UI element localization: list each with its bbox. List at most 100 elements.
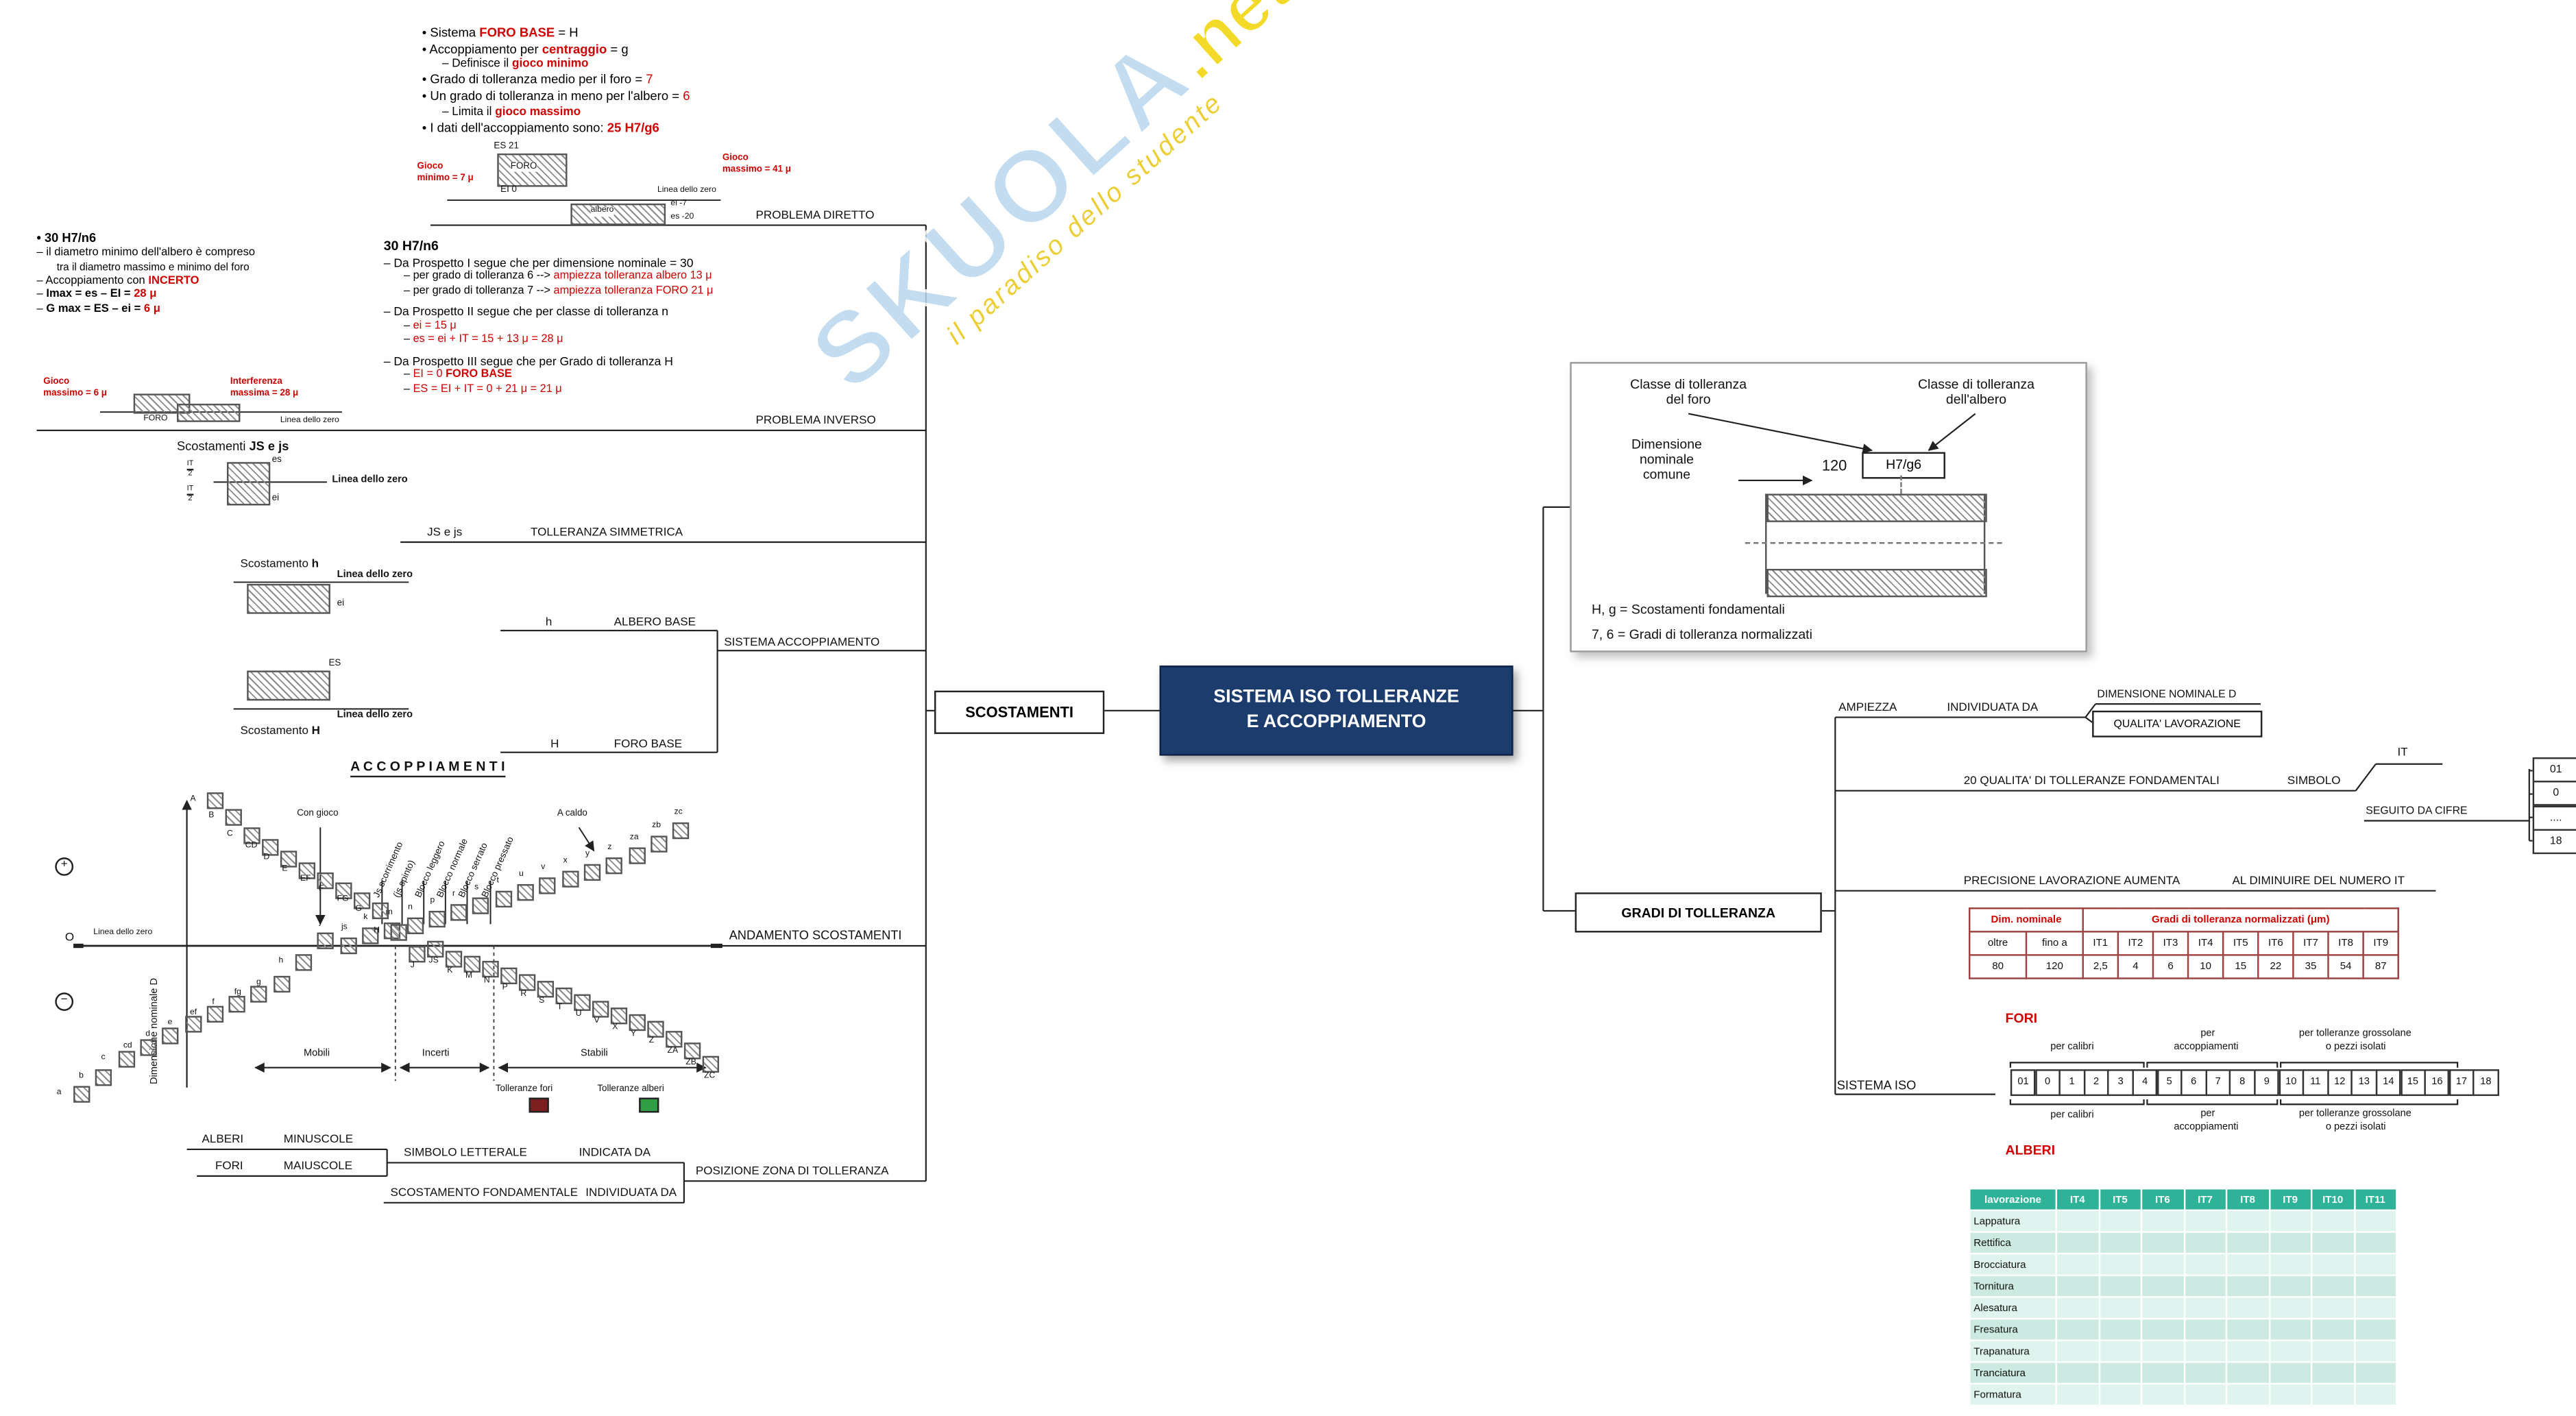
text-segment: – Accoppiamento con: [36, 275, 149, 287]
nota-scostamenti: H, g = Scostamenti fondamentali: [1591, 602, 1785, 618]
tolerance-zone-ZA: [666, 1031, 683, 1048]
lav-cell-Trapanatura-IT9: [2268, 1339, 2313, 1363]
lav-cell-Trapanatura-IT10: [2310, 1339, 2355, 1363]
tolerance-zone-E: [298, 862, 316, 879]
decor: [2009, 1062, 2459, 1068]
it-2-fraction: IT 2: [186, 484, 194, 503]
tolerance-letter-e: e: [167, 1016, 173, 1027]
nota-gradi: 7, 6 = Gradi di tolleranza normalizzati: [1591, 627, 1812, 643]
tolerance-zone-t: [495, 890, 512, 908]
tolerance-zone-P: [500, 967, 518, 985]
tolerance-zone-B: [225, 809, 242, 826]
es-21-label: ES 21: [494, 141, 519, 152]
tolerance-zone-a: [73, 1086, 90, 1103]
gioco-massimo6-label: Gioco: [43, 377, 70, 387]
tolerance-zone-N: [482, 960, 499, 978]
tolerance-letter-x: x: [563, 855, 568, 866]
text-segment: • Grado di tolleranza medio per il foro …: [422, 72, 646, 88]
prospetto-col-IT8: IT8: [2327, 931, 2364, 956]
text-line: – Imax = es – EI = 28 μ: [37, 289, 337, 304]
tolerance-zone-J: [409, 946, 426, 963]
tolerance-zone-p: [428, 910, 446, 928]
gioco-minimo-value: minimo = 7 μ: [417, 173, 474, 184]
tolerance-letter-za: za: [629, 832, 639, 843]
it-digit-1: 0: [2532, 781, 2576, 807]
fit-label-0: Con gioco: [297, 809, 339, 820]
label-per-top: per: [2200, 1029, 2215, 1040]
fori-legend-swatch: [528, 1097, 549, 1113]
classe-arrows: [1688, 413, 1976, 486]
tolerance-zone-cd: [140, 1039, 157, 1056]
tolerance-zone-za: [628, 847, 645, 864]
lav-cell-Lappatura-IT5: [2098, 1209, 2143, 1233]
zone-stabili-label: Stabili: [580, 1049, 608, 1060]
label-alberi: ALBERI: [202, 1134, 244, 1147]
foro-linea-label: Linea dello zero: [337, 710, 413, 721]
tolerance-zone-V: [592, 1001, 609, 1018]
box-qualita-lavorazione: QUALITA' LAVORAZIONE: [2092, 710, 2263, 737]
text-line: – Definisce il gioco minimo: [422, 58, 948, 73]
zone-incerti-label: Incerti: [422, 1049, 450, 1060]
label-problema-inverso: PROBLEMA INVERSO: [755, 415, 876, 428]
text-segment: H: [311, 725, 321, 737]
scostamento-h-title: Scostamento h: [240, 559, 319, 572]
text-segment: –: [404, 319, 413, 332]
js-tolerance-box: [227, 462, 271, 506]
text-segment: – Da Prospetto III segue che per Grado d…: [383, 353, 673, 369]
tolerance-zone-ZC: [702, 1055, 720, 1073]
lav-cell-Brocciatura-IT10: [2310, 1252, 2355, 1276]
tolerance-letter-M: M: [465, 971, 473, 981]
label-posizione-zona-tolleranza: POSIZIONE ZONA DI TOLLERANZA: [695, 1166, 889, 1178]
decor: [186, 1148, 685, 1204]
label-ampiezza: AMPIEZZA: [1838, 702, 1897, 714]
it-grade-cell-12: 12: [2326, 1069, 2353, 1097]
tolerance-letter-ZA: ZA: [667, 1046, 679, 1056]
tolerance-zone-X: [610, 1008, 628, 1025]
it-grade-cell-9: 9: [2254, 1069, 2280, 1097]
lav-cell-Formatura-IT9: [2268, 1382, 2313, 1406]
plus-icon: +: [55, 857, 74, 876]
prospetto-header-dim: Dim. nominale: [1969, 907, 2084, 933]
lav-cell-Fresatura-IT8: [2225, 1317, 2270, 1341]
tolerance-zone-u: [517, 883, 534, 901]
tolerance-zone-Y: [629, 1014, 646, 1032]
classe-albero-line1: Classe di tolleranza: [1917, 377, 2034, 392]
lav-cell-Tornitura-IT6: [2140, 1274, 2185, 1298]
prospetto-val-3: 4: [2117, 954, 2154, 979]
label-maiuscole: MAIUSCOLE: [283, 1160, 353, 1173]
text-segment: es = ei + IT = 15 + 13 μ = 28 μ: [413, 334, 563, 346]
tolerance-zone-zc: [672, 822, 690, 840]
text-line: tra il diametro massimo e minimo del for…: [37, 261, 337, 275]
tolerance-letter-js: js: [341, 922, 348, 933]
ei-label: EI 0: [500, 185, 518, 195]
left-branch-lines: [36, 224, 934, 1204]
accoppiamenti-header: A C C O P P I A M E N T I: [350, 759, 505, 778]
lav-cell-Trapanatura-IT7: [2183, 1339, 2228, 1363]
tolerance-zone-k: [361, 927, 379, 944]
text-line: – per grado di tolleranza 7 --> ampiezza…: [384, 285, 943, 300]
lav-cell-Lappatura-IT7: [2183, 1209, 2228, 1233]
text-segment: • I dati dell'accoppiamento sono:: [422, 120, 607, 135]
text-segment: – per grado di tolleranza 7 -->: [404, 284, 554, 297]
tolerance-zone-FG: [353, 892, 371, 910]
tolerance-letter-R: R: [520, 989, 527, 999]
alberi-legend-swatch: [639, 1097, 659, 1113]
dim-line3: comune: [1642, 467, 1691, 483]
lav-cell-Rettifica-IT4: [2055, 1231, 2100, 1255]
lav-cell-Fresatura-IT4: [2055, 1317, 2100, 1341]
it-grade-cell-1: 1: [2058, 1069, 2085, 1097]
lav-cell-Rettifica-IT8: [2225, 1231, 2270, 1255]
tolerance-zone-EF: [317, 872, 334, 890]
lav-cell-Lappatura-IT6: [2140, 1209, 2185, 1233]
node-gradi-di-tolleranza: GRADI DI TOLLERANZA: [1575, 892, 1822, 933]
inverso-lines: – Da Prospetto I segue che per dimension…: [384, 255, 943, 397]
lav-cell-Alesatura-IT5: [2098, 1296, 2143, 1320]
text-segment: 6 μ: [143, 304, 160, 316]
it-grade-cell-10: 10: [2278, 1069, 2305, 1097]
